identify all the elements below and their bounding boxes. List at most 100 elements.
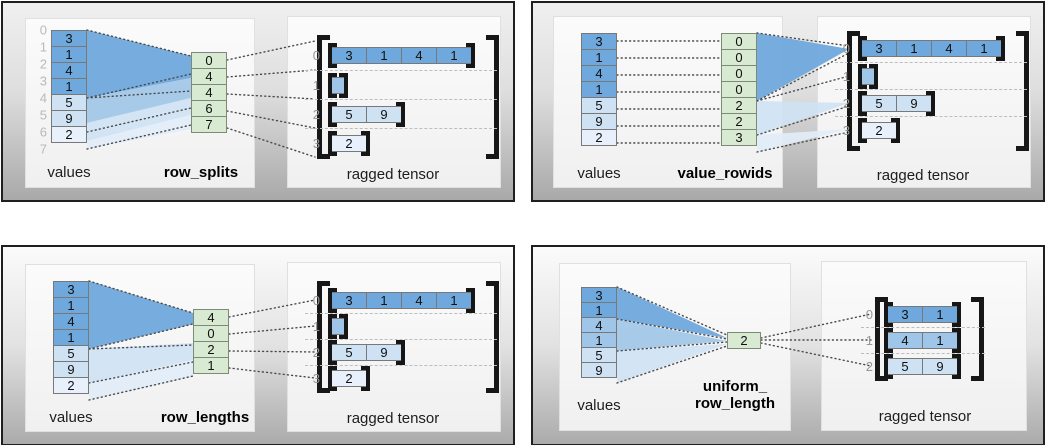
encoding-cell: 2 [727,332,761,349]
row-close-bracket [952,328,961,353]
tensor-cell: 1 [366,291,402,309]
tensor-row-values: 2 [328,130,370,156]
value-cell: 3 [581,287,617,303]
tensor-close-bracket [486,35,499,159]
value-cell: 4 [581,65,617,82]
tensor-open-bracket [317,35,330,159]
value-cell: 9 [581,362,617,378]
tensor-row-values: 2 [328,366,370,391]
row-open-bracket [328,101,337,127]
row-close-bracket [396,101,405,127]
row-open-bracket [328,130,337,156]
tensor-row-index: 1 [842,68,850,84]
tensor-cell: 4 [401,47,437,64]
row-open-bracket [858,36,867,61]
row-open-bracket [328,366,337,391]
encoding-cell: 4 [193,309,229,326]
value-index: 0 [39,22,47,38]
uniform-row-length-cell: 2 [727,332,761,349]
value-cell: 9 [51,110,87,127]
encoding-cell: 0 [191,52,227,69]
value-cell: 4 [53,313,89,330]
tensor-close-bracket [971,297,984,381]
row-close-bracket [891,117,900,143]
encoding-cell: 2 [193,341,229,358]
tensor-row-index: 3 [312,135,320,151]
encoding-cell: 3 [721,129,757,146]
value-cell: 4 [51,62,87,79]
tensor-row-values [328,72,348,98]
tensor-row-index: 3 [312,371,320,386]
row-open-bracket [328,340,337,365]
row-close-bracket [361,130,370,156]
row-lengths-label: row_lengths [160,409,250,426]
value-cell: 2 [51,126,87,143]
row-close-bracket [952,354,961,379]
value-cell: 1 [581,49,617,66]
row-close-bracket [466,43,475,68]
row-close-bracket [339,72,348,98]
tensor-row-index: 1 [865,333,873,348]
value-cell: 1 [51,46,87,63]
tensor-row-values [328,314,348,339]
row-open-bracket [328,72,337,98]
tensor-cell: 9 [922,358,958,375]
encoding-cell: 0 [721,65,757,82]
row-close-bracket [339,314,348,339]
values-label: values [577,397,621,414]
tensor-cell: 1 [896,40,932,57]
tensor-cell: 1 [436,291,472,309]
value-index: 4 [39,90,47,106]
value-index: 2 [39,56,47,72]
row-close-bracket [952,301,961,327]
encoding-cell: 1 [193,357,229,374]
tensor-panel [287,16,501,188]
tensor-row-values [858,63,878,89]
value-rowids-label: value_rowids [677,165,773,182]
tensor-row-index: 0 [312,48,320,63]
tensor-row: 1 [835,62,1027,89]
tensor-cell: 4 [931,40,967,57]
value-cell: 3 [53,281,89,298]
tensor-close-bracket [486,281,499,393]
encoding-cell: 4 [191,84,227,101]
tensor-row-index: 0 [865,306,873,322]
tensor-row-index: 2 [312,345,320,360]
row-open-bracket [884,328,893,353]
encoding-cell: 2 [721,97,757,114]
value-cell: 9 [581,113,617,130]
ragged-tensor-label: ragged tensor [346,410,440,427]
value-cell: 1 [581,81,617,98]
row-open-bracket [858,117,867,143]
encoding-cell: 6 [191,100,227,117]
tensor-row-index: 2 [865,359,873,374]
value-index: 1 [39,39,47,55]
encoding-cell: 4 [191,68,227,85]
encoding-cell: 0 [721,49,757,66]
